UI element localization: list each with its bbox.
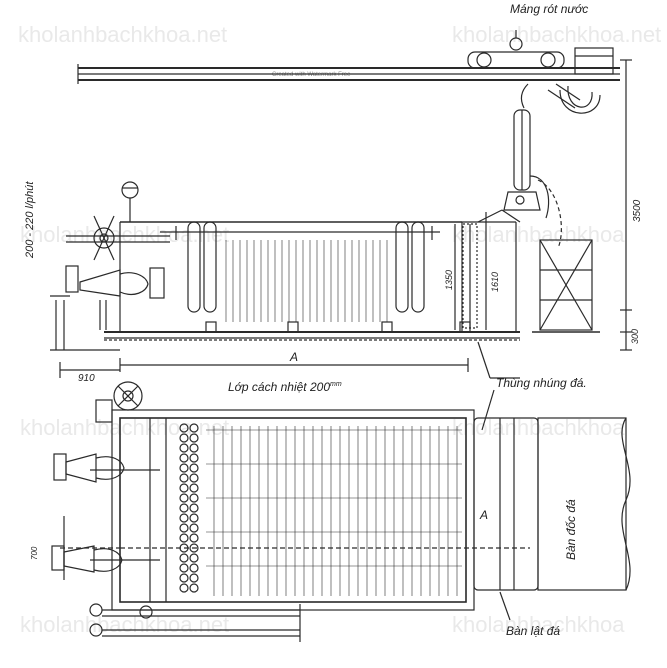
coil-circle bbox=[179, 483, 189, 493]
coil-circle bbox=[189, 453, 199, 463]
coil-circle bbox=[189, 513, 199, 523]
coil-circle bbox=[189, 543, 199, 553]
coil-circle bbox=[189, 523, 199, 533]
coil-circle bbox=[179, 423, 189, 433]
thawing-tank-stand bbox=[532, 239, 600, 333]
coil-circle bbox=[179, 493, 189, 503]
coil-circle bbox=[189, 433, 199, 443]
label-ice-tilting-table: Bàn lật đá bbox=[506, 624, 561, 638]
coil-circle bbox=[179, 513, 189, 523]
coil-circle bbox=[189, 423, 199, 433]
tank-plan-view bbox=[60, 389, 631, 621]
agitator-drive bbox=[50, 181, 170, 351]
label-ice-push-table: Bàn đốc đá bbox=[564, 499, 578, 560]
coil-circle bbox=[179, 563, 189, 573]
coil-circle bbox=[189, 573, 199, 583]
label-dimension-1610: 1610 bbox=[490, 271, 500, 292]
dimension-3500 bbox=[620, 59, 632, 351]
label-insulation-layer: Lớp cách nhiệt 200mm bbox=[228, 380, 342, 394]
label-insulation-text: Lớp cách nhiệt 200 bbox=[228, 380, 330, 394]
label-thawing-tank: Thùng nhúng đá. bbox=[496, 376, 587, 390]
watermark-credit: Created with Watermark Free bbox=[272, 72, 351, 78]
coil-circle bbox=[189, 563, 199, 573]
watermark-text: kholanhbachkhoa.net bbox=[20, 415, 230, 440]
overhead-rail bbox=[77, 64, 620, 84]
coil-circle bbox=[189, 503, 199, 513]
coil-circle bbox=[179, 533, 189, 543]
label-dimension-a-plan: A bbox=[480, 508, 489, 522]
coil-circle bbox=[179, 503, 189, 513]
coil-circle bbox=[179, 453, 189, 463]
label-insulation-unit: mm bbox=[330, 381, 342, 388]
coil-circle bbox=[189, 583, 199, 593]
watermark-text: kholanhbachkhoa bbox=[452, 222, 625, 247]
coil-circle bbox=[179, 553, 189, 563]
plan-drive-units bbox=[51, 381, 301, 642]
coil-circle bbox=[189, 463, 199, 473]
tank-elevation bbox=[104, 209, 521, 341]
label-water-pouring-trough: Máng rót nước bbox=[510, 2, 589, 16]
coil-circle bbox=[189, 553, 199, 563]
coil-circle bbox=[189, 483, 199, 493]
label-dimension-300: 300 bbox=[630, 328, 640, 344]
coil-circle bbox=[179, 583, 189, 593]
coil-circle bbox=[179, 463, 189, 473]
coil-circle bbox=[189, 493, 199, 503]
watermark-text: kholanhbachkhoa bbox=[452, 612, 625, 637]
watermark-text: kholanhbachkhoa.net bbox=[18, 22, 228, 47]
dimension-height bbox=[454, 212, 487, 330]
coil-circle bbox=[179, 473, 189, 483]
coil-circle bbox=[189, 473, 199, 483]
dimension-a-elevation bbox=[59, 341, 520, 379]
label-flow-rate: 200 - 220 l/phút bbox=[24, 181, 36, 258]
coil-circle bbox=[179, 523, 189, 533]
coil-circle bbox=[179, 433, 189, 443]
coil-circle bbox=[189, 443, 199, 453]
coil-circle bbox=[179, 573, 189, 583]
label-dimension-700: 700 bbox=[30, 546, 39, 560]
coil-circle bbox=[179, 443, 189, 453]
label-dimension-1350: 1350 bbox=[444, 269, 454, 290]
lifted-ice-mold bbox=[503, 109, 562, 249]
label-dimension-3500: 3500 bbox=[632, 199, 643, 222]
watermark-text: kholanhbachkhoa.net bbox=[452, 22, 662, 47]
label-dimension-a: A bbox=[290, 350, 299, 364]
coil-circle bbox=[189, 533, 199, 543]
label-dimension-910: 910 bbox=[78, 373, 95, 384]
watermark-text: kholanhbachkhoa.net bbox=[20, 222, 230, 247]
water-pouring-trough bbox=[467, 30, 614, 114]
